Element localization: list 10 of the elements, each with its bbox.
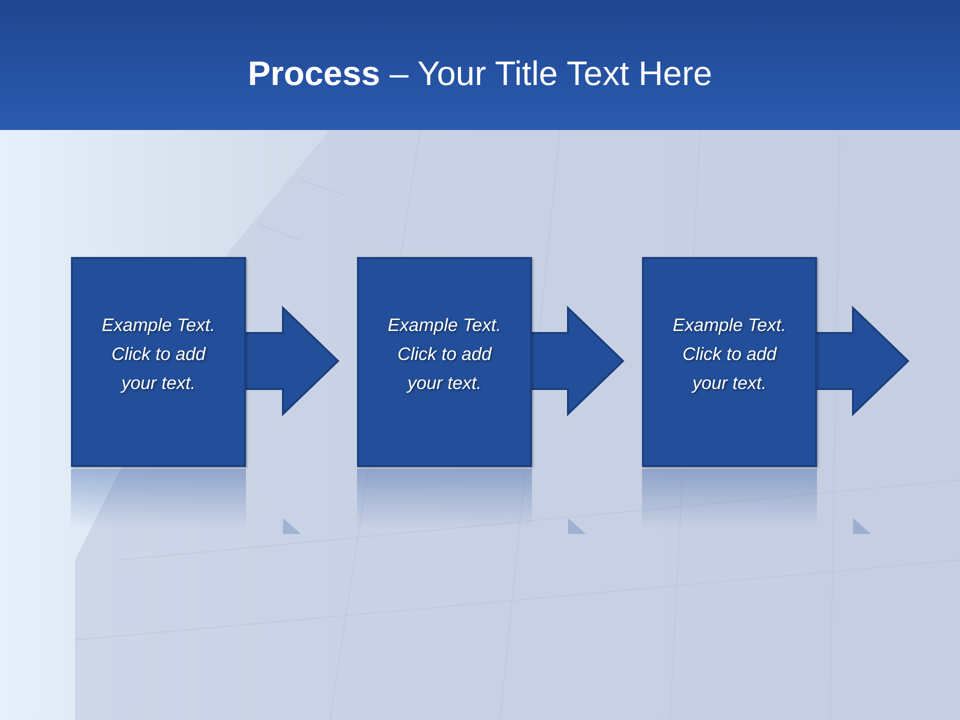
box-text: Example Text. Click to add your text. [386,314,502,395]
process-box [642,257,817,467]
block-arrow [244,306,340,416]
block-arrow [530,306,624,416]
block-arrow [815,306,910,416]
box-text: Example Text. Click to add your text. [100,314,216,395]
slide-title: Process – Your Title Text Here [246,54,714,95]
box-text: Example Text. Click to add your text. [672,314,788,395]
process-box [71,257,246,467]
process-box [357,257,532,467]
